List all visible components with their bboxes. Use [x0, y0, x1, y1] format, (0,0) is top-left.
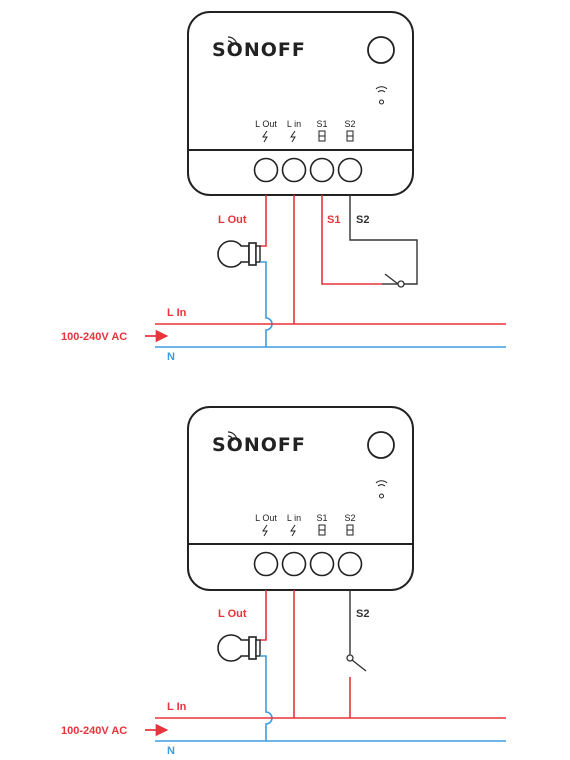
terminal-label-s2: S2	[344, 513, 355, 523]
wall-switch-icon	[346, 654, 367, 672]
label-s2: S2	[356, 214, 369, 226]
brand-logo: SONOFF	[212, 434, 306, 456]
terminal-screw-l-out	[253, 551, 279, 577]
label-neutral: N	[167, 745, 175, 757]
terminal-screw-l-in	[281, 551, 307, 577]
terminal-screw-l-in	[281, 157, 307, 183]
brand-logo: SONOFF	[212, 39, 306, 61]
terminal-label-l-in: L in	[287, 513, 301, 523]
bolt-icon	[262, 130, 268, 143]
bolt-icon	[262, 524, 268, 537]
label-s2: S2	[356, 608, 369, 620]
wifi-indicator-icon	[375, 480, 388, 499]
bolt-icon	[290, 524, 296, 537]
diagram-2-with-s2: SONOFF L Out L in S1 S2	[61, 406, 506, 757]
switch-terminal-icon	[318, 524, 326, 536]
label-supply-voltage: 100-240V AC	[61, 725, 127, 737]
label-s1: S1	[327, 214, 340, 226]
terminal-label-s1: S1	[316, 513, 327, 523]
terminal-screw-s2	[337, 551, 363, 577]
terminal-screw-s1	[309, 551, 335, 577]
device-module: SONOFF L Out L in S1 S2	[187, 11, 414, 196]
label-l-out: L Out	[218, 608, 247, 620]
terminal-screw-s1	[309, 157, 335, 183]
terminal-label-l-out: L Out	[255, 513, 277, 523]
wire-s2	[349, 195, 418, 285]
label-neutral: N	[167, 351, 175, 363]
wifi-signal-icon	[227, 36, 238, 47]
wifi-indicator-icon	[375, 86, 388, 105]
terminal-label-l-in: L in	[287, 119, 301, 129]
wire-l-out	[260, 195, 267, 247]
push-button-icon	[367, 36, 395, 64]
wire-l-out	[260, 590, 267, 641]
terminal-label-s2: S2	[344, 119, 355, 129]
switch-terminal-icon	[346, 130, 354, 142]
terminal-screw-s2	[337, 157, 363, 183]
switch-terminal-icon	[346, 524, 354, 536]
bolt-icon	[290, 130, 296, 143]
terminal-label-s1: S1	[316, 119, 327, 129]
wall-switch-icon	[382, 273, 405, 288]
switch-terminal-icon	[318, 130, 326, 142]
device-module: SONOFF L Out L in S1 S2	[187, 406, 414, 591]
diagram-1-with-s1-s2: SONOFF L Out L in S1 S2	[61, 11, 506, 363]
bulb-icon	[217, 634, 261, 662]
label-supply-voltage: 100-240V AC	[61, 331, 127, 343]
wire-neutral-to-bulb	[260, 261, 273, 347]
terminal-label-l-out: L Out	[255, 119, 277, 129]
wire-neutral-to-bulb	[260, 655, 273, 741]
label-l-out: L Out	[218, 214, 247, 226]
bulb-icon	[217, 240, 261, 268]
terminal-screw-l-out	[253, 157, 279, 183]
label-l-in: L In	[167, 307, 187, 319]
label-l-in: L In	[167, 701, 187, 713]
wifi-signal-icon	[227, 431, 238, 442]
wire-s1	[321, 195, 382, 285]
push-button-icon	[367, 431, 395, 459]
